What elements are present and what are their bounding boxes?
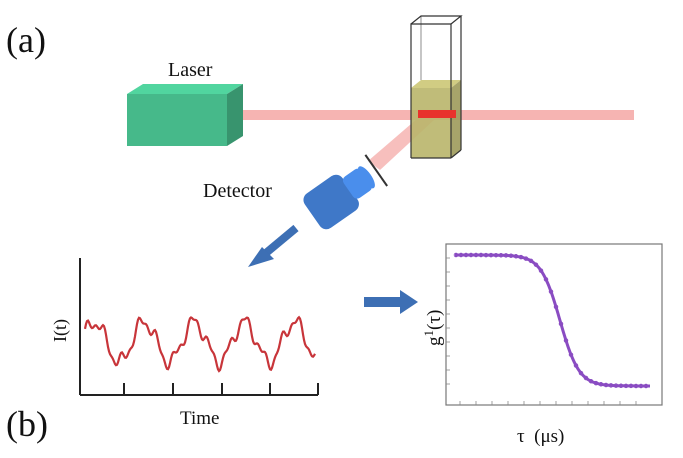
corr-data-point <box>498 253 504 258</box>
corr-data-point <box>508 253 514 258</box>
corr-data-point <box>588 378 594 384</box>
corr-data-point <box>458 252 464 258</box>
cuvette <box>410 15 463 159</box>
panel-b-label: (b) <box>6 404 48 444</box>
corr-data-point <box>468 252 474 258</box>
corr-data-point <box>533 262 539 267</box>
scattering-spot <box>418 110 456 118</box>
corr-data-point <box>538 268 544 273</box>
g1-axis-label: g1(τ) <box>421 310 445 346</box>
intensity-trace <box>83 315 316 373</box>
corr-data-point <box>598 382 604 387</box>
corr-data-point <box>608 383 614 388</box>
corr-data-point <box>568 352 574 357</box>
corr-data-point <box>543 277 549 282</box>
corr-data-point <box>483 252 489 258</box>
corr-data-point <box>463 252 469 258</box>
intensity-trace-plot <box>79 258 319 396</box>
corr-data-point <box>578 370 584 376</box>
corr-data-point <box>628 383 634 389</box>
corr-data-point <box>493 252 499 258</box>
corr-data-point <box>573 363 579 368</box>
correlation-plot <box>445 243 663 406</box>
corr-data-point <box>553 304 559 310</box>
corr-data-point <box>618 383 624 389</box>
panel-a-label: (a) <box>6 20 46 60</box>
corr-data-point <box>558 321 564 327</box>
laser-label: Laser <box>168 59 213 81</box>
detector <box>303 154 388 230</box>
corr-data-point <box>633 383 639 389</box>
corr-data-point <box>638 383 644 389</box>
corr-data-point <box>593 380 599 386</box>
arrow-detector-to-trace <box>248 224 299 267</box>
corr-data-point <box>513 254 519 259</box>
laser-box <box>127 84 243 146</box>
corr-data-point <box>563 338 569 343</box>
corr-data-point <box>613 383 619 388</box>
corr-data-point <box>478 252 484 258</box>
corr-data-point <box>643 383 649 389</box>
intensity-axis-label: I(t) <box>50 319 71 342</box>
arrow-trace-to-correlation <box>364 290 418 314</box>
corr-data-point <box>623 383 629 389</box>
detector-label: Detector <box>203 180 272 202</box>
time-axis-label: Time <box>180 408 219 429</box>
corr-data-point <box>473 252 479 258</box>
corr-data-point <box>583 375 589 381</box>
corr-data-point <box>518 254 524 260</box>
tau-axis-label: τ (μs) <box>517 426 564 447</box>
corr-data-point <box>528 258 534 264</box>
corr-data-point <box>453 252 459 258</box>
corr-data-point <box>503 253 509 258</box>
corr-data-point <box>488 252 494 258</box>
corr-data-point <box>523 256 529 261</box>
corr-data-point <box>548 289 554 294</box>
corr-data-point <box>603 382 609 388</box>
